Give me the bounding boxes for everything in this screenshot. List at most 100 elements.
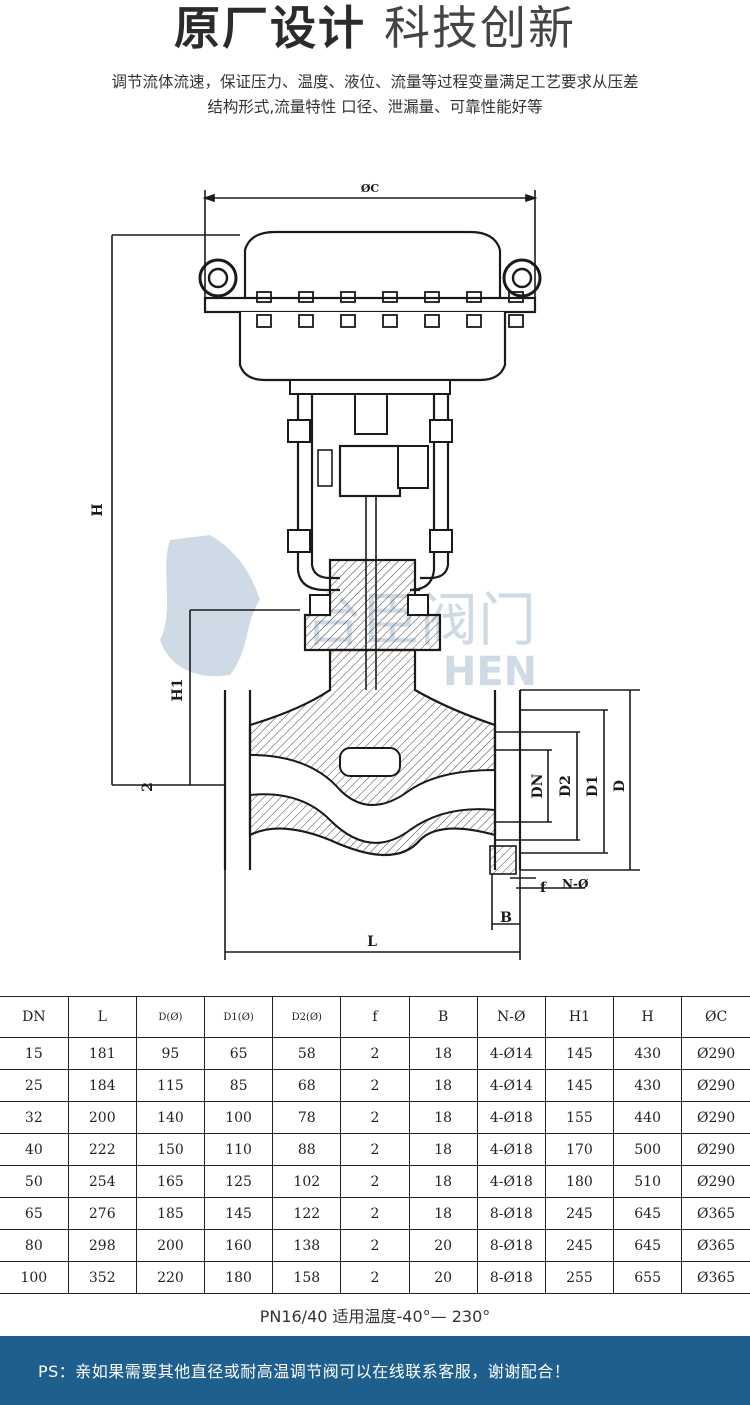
table-cell: 18 bbox=[408, 1133, 478, 1166]
table-cell: 645 bbox=[613, 1229, 683, 1262]
table-cell: Ø365 bbox=[681, 1261, 750, 1294]
table-cell: 18 bbox=[408, 1069, 478, 1102]
intro-text: 调节流体流速，保证压力、温度、液位、流量等过程变量满足工艺要求从压差 结构形式,… bbox=[20, 70, 730, 120]
table-cell: 65 bbox=[0, 1197, 69, 1230]
label-oc: ØC bbox=[361, 182, 380, 195]
table-cell: 2 bbox=[340, 1229, 410, 1262]
table-cell: 85 bbox=[204, 1069, 274, 1102]
table-cell: 222 bbox=[67, 1133, 137, 1166]
table-cell: 125 bbox=[204, 1165, 274, 1198]
title-bold: 原厂设计 bbox=[174, 1, 366, 55]
label-l: L bbox=[367, 934, 377, 950]
table-cell: 115 bbox=[135, 1069, 206, 1102]
table-cell: 25 bbox=[0, 1069, 69, 1102]
table-cell: 160 bbox=[204, 1229, 274, 1262]
table-cell: 245 bbox=[544, 1197, 615, 1230]
table-cell: 20 bbox=[408, 1229, 478, 1262]
table-cell: 2 bbox=[340, 1261, 410, 1294]
col-f: f bbox=[340, 996, 410, 1038]
table-cell: 2 bbox=[340, 1133, 410, 1166]
table-cell: 2 bbox=[340, 1165, 410, 1198]
table-cell: 32 bbox=[0, 1101, 69, 1134]
table-cell: 78 bbox=[272, 1101, 342, 1134]
table-cell: 18 bbox=[408, 1037, 478, 1070]
table-cell: 2 bbox=[340, 1037, 410, 1070]
table-cell: 140 bbox=[135, 1101, 206, 1134]
table-cell: 40 bbox=[0, 1133, 69, 1166]
table-cell: 95 bbox=[135, 1037, 206, 1070]
pressure-temperature-note: PN16/40 适用温度-40°— 230° bbox=[259, 1307, 491, 1326]
col-oc: ØC bbox=[681, 996, 750, 1038]
table-cell: 145 bbox=[544, 1069, 615, 1102]
table-cell: 4-Ø18 bbox=[476, 1133, 546, 1166]
table-cell: 18 bbox=[408, 1101, 478, 1134]
col-l: L bbox=[67, 996, 137, 1038]
table-cell: 150 bbox=[135, 1133, 206, 1166]
table-cell: 2 bbox=[340, 1197, 410, 1230]
table-cell: 255 bbox=[544, 1261, 615, 1294]
intro-line-1: 调节流体流速，保证压力、温度、液位、流量等过程变量满足工艺要求从压差 bbox=[111, 73, 639, 91]
table-cell: 145 bbox=[544, 1037, 615, 1070]
table-cell: 18 bbox=[408, 1197, 478, 1230]
table-cell: Ø365 bbox=[681, 1197, 750, 1230]
table-cell: 181 bbox=[67, 1037, 137, 1070]
table-cell: 100 bbox=[204, 1101, 274, 1134]
col-b: B bbox=[408, 996, 478, 1038]
table-cell: 8-Ø18 bbox=[476, 1197, 546, 1230]
table-header-row: DN L D(Ø) D1(Ø) D2(Ø) f B N-Ø H1 H ØC bbox=[0, 996, 750, 1038]
table-cell: 245 bbox=[544, 1229, 615, 1262]
table-cell: 276 bbox=[67, 1197, 137, 1230]
table-cell: 4-Ø18 bbox=[476, 1165, 546, 1198]
page-title: 原厂设计科技创新 bbox=[0, 2, 750, 54]
table-cell: 645 bbox=[613, 1197, 683, 1230]
table-cell: 4-Ø14 bbox=[476, 1069, 546, 1102]
col-h1: H1 bbox=[544, 996, 615, 1038]
table-cell: 352 bbox=[67, 1261, 137, 1294]
footer-text: PS：亲如果需要其他直径或耐高温调节阀可以在线联系客服，谢谢配合！ bbox=[38, 1362, 571, 1381]
table-cell: 510 bbox=[613, 1165, 683, 1198]
table-cell: 8-Ø18 bbox=[476, 1261, 546, 1294]
table-cell: 145 bbox=[204, 1197, 274, 1230]
title-light: 科技创新 bbox=[384, 1, 576, 55]
table-cell: 220 bbox=[135, 1261, 206, 1294]
col-d2: D2(Ø) bbox=[272, 996, 342, 1038]
table-cell: 15 bbox=[0, 1037, 69, 1070]
table-cell: Ø290 bbox=[681, 1165, 750, 1198]
footer-banner: PS：亲如果需要其他直径或耐高温调节阀可以在线联系客服，谢谢配合！ bbox=[0, 1336, 750, 1405]
intro-line-2: 结构形式,流量特性 口径、泄漏量、可靠性能好等 bbox=[207, 98, 543, 116]
table-cell: 2 bbox=[340, 1101, 410, 1134]
table-cell: 100 bbox=[0, 1261, 69, 1294]
table-cell: 18 bbox=[408, 1165, 478, 1198]
table-cell: 58 bbox=[272, 1037, 342, 1070]
table-cell: Ø290 bbox=[681, 1133, 750, 1166]
label-d1: D1 bbox=[585, 775, 601, 797]
table-cell: 155 bbox=[544, 1101, 615, 1134]
table-cell: 440 bbox=[613, 1101, 683, 1134]
table-cell: 4-Ø18 bbox=[476, 1101, 546, 1134]
header: 原厂设计科技创新 调节流体流速，保证压力、温度、液位、流量等过程变量满足工艺要求… bbox=[0, 0, 750, 130]
label-n: N-Ø bbox=[562, 877, 589, 891]
spec-table: DN L D(Ø) D1(Ø) D2(Ø) f B N-Ø H1 H ØC 15… bbox=[0, 996, 750, 1294]
table-cell: 180 bbox=[544, 1165, 615, 1198]
table-cell: 170 bbox=[544, 1133, 615, 1166]
table-cell: 200 bbox=[135, 1229, 206, 1262]
table-cell: Ø290 bbox=[681, 1037, 750, 1070]
table-cell: 50 bbox=[0, 1165, 69, 1198]
label-h: H bbox=[90, 503, 106, 516]
label-d: D bbox=[612, 780, 628, 792]
table-cell: 180 bbox=[204, 1261, 274, 1294]
table-cell: 2 bbox=[340, 1069, 410, 1102]
valve-technical-drawing: 台臣阀门 HEN bbox=[90, 182, 640, 960]
label-h1: H1 bbox=[170, 679, 186, 702]
table-cell: 110 bbox=[204, 1133, 274, 1166]
label-dn: DN bbox=[530, 773, 546, 798]
col-dn: DN bbox=[0, 996, 69, 1038]
table-cell: 184 bbox=[67, 1069, 137, 1102]
table-cell: 102 bbox=[272, 1165, 342, 1198]
table-cell: Ø365 bbox=[681, 1229, 750, 1262]
